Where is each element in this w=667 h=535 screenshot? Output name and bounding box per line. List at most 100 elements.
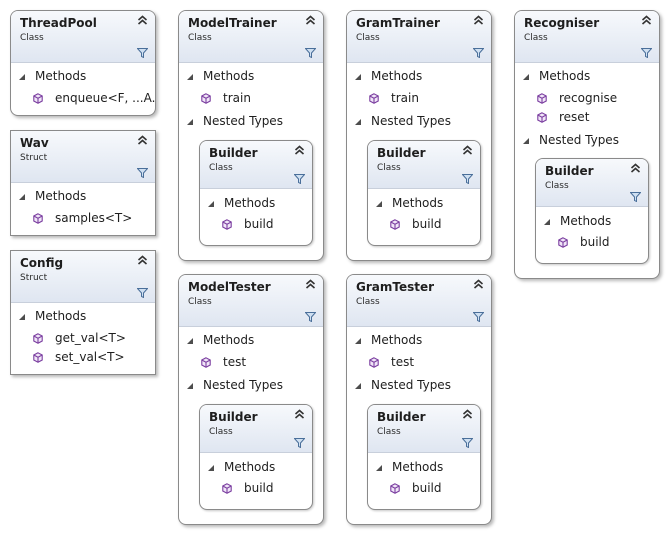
methods-section-header[interactable]: Methods xyxy=(347,330,491,351)
method-item[interactable]: train xyxy=(347,89,491,108)
methods-section-header[interactable]: Methods xyxy=(11,306,155,327)
method-item[interactable]: set_val<T> xyxy=(11,348,155,367)
double-chevron-up-icon[interactable] xyxy=(473,15,484,25)
filter-icon[interactable] xyxy=(137,168,148,178)
nested-class-builder[interactable]: Builder Class Methods build xyxy=(367,404,481,510)
expanded-triangle-icon[interactable] xyxy=(522,73,530,81)
type-header[interactable]: Builder Class xyxy=(536,159,648,207)
nested-types-section-header[interactable]: Nested Types xyxy=(347,111,491,132)
methods-section-header[interactable]: Methods xyxy=(11,66,155,87)
double-chevron-up-icon[interactable] xyxy=(294,409,305,419)
class-modeltester[interactable]: ModelTester Class Methods test Nested Ty… xyxy=(178,274,324,525)
double-chevron-up-icon[interactable] xyxy=(473,279,484,289)
expanded-triangle-icon[interactable] xyxy=(354,118,362,126)
method-item[interactable]: reset xyxy=(515,108,659,127)
type-header[interactable]: Builder Class xyxy=(368,141,480,189)
methods-section-header[interactable]: Methods xyxy=(347,66,491,87)
filter-icon[interactable] xyxy=(137,288,148,298)
method-item[interactable]: build xyxy=(368,479,480,498)
filter-icon[interactable] xyxy=(137,48,148,58)
double-chevron-up-icon[interactable] xyxy=(137,255,148,265)
expanded-triangle-icon[interactable] xyxy=(375,464,383,472)
expanded-triangle-icon[interactable] xyxy=(354,382,362,390)
type-header[interactable]: Builder Class xyxy=(368,405,480,453)
type-header[interactable]: ThreadPool Class xyxy=(11,11,155,63)
filter-icon[interactable] xyxy=(473,312,484,322)
filter-icon[interactable] xyxy=(305,312,316,322)
struct-wav[interactable]: Wav Struct Methods samples<T> xyxy=(10,130,156,236)
method-item[interactable]: test xyxy=(347,353,491,372)
method-item[interactable]: build xyxy=(200,479,312,498)
double-chevron-up-icon[interactable] xyxy=(294,145,305,155)
double-chevron-up-icon[interactable] xyxy=(137,135,148,145)
expanded-triangle-icon[interactable] xyxy=(207,200,215,208)
method-item[interactable]: enqueue<F, ...A... xyxy=(11,89,155,108)
filter-icon[interactable] xyxy=(305,48,316,58)
filter-icon[interactable] xyxy=(473,48,484,58)
filter-icon[interactable] xyxy=(641,48,652,58)
methods-section-header[interactable]: Methods xyxy=(11,186,155,207)
double-chevron-up-icon[interactable] xyxy=(137,15,148,25)
double-chevron-up-icon[interactable] xyxy=(462,409,473,419)
class-recogniser[interactable]: Recogniser Class Methods recognise reset… xyxy=(514,10,660,279)
type-header[interactable]: Wav Struct xyxy=(11,131,155,183)
type-header[interactable]: GramTrainer Class xyxy=(347,11,491,63)
nested-types-section-header[interactable]: Nested Types xyxy=(179,111,323,132)
expanded-triangle-icon[interactable] xyxy=(186,118,194,126)
expanded-triangle-icon[interactable] xyxy=(543,218,551,226)
class-modeltrainer[interactable]: ModelTrainer Class Methods train Nested … xyxy=(178,10,324,261)
expanded-triangle-icon[interactable] xyxy=(207,464,215,472)
type-header[interactable]: Builder Class xyxy=(200,405,312,453)
nested-types-section-header[interactable]: Nested Types xyxy=(515,130,659,151)
double-chevron-up-icon[interactable] xyxy=(305,15,316,25)
class-threadpool[interactable]: ThreadPool Class Methods enqueue<F, ...A… xyxy=(10,10,156,116)
nested-types-section-header[interactable]: Nested Types xyxy=(347,375,491,396)
type-header[interactable]: GramTester Class xyxy=(347,275,491,327)
method-item[interactable]: build xyxy=(368,215,480,234)
method-item[interactable]: test xyxy=(179,353,323,372)
methods-section-header[interactable]: Methods xyxy=(368,193,480,214)
nested-class-builder[interactable]: Builder Class Methods build xyxy=(535,158,649,264)
methods-section-header[interactable]: Methods xyxy=(179,66,323,87)
expanded-triangle-icon[interactable] xyxy=(354,337,362,345)
expanded-triangle-icon[interactable] xyxy=(354,73,362,81)
double-chevron-up-icon[interactable] xyxy=(641,15,652,25)
methods-section-header[interactable]: Methods xyxy=(179,330,323,351)
struct-config[interactable]: Config Struct Methods get_val<T> set_val… xyxy=(10,250,156,375)
type-header[interactable]: Recogniser Class xyxy=(515,11,659,63)
class-gramtrainer[interactable]: GramTrainer Class Methods train Nested T… xyxy=(346,10,492,261)
double-chevron-up-icon[interactable] xyxy=(630,163,641,173)
methods-section-header[interactable]: Methods xyxy=(200,193,312,214)
expanded-triangle-icon[interactable] xyxy=(18,193,26,201)
nested-class-builder[interactable]: Builder Class Methods build xyxy=(199,404,313,510)
method-item[interactable]: samples<T> xyxy=(11,209,155,228)
nested-class-builder[interactable]: Builder Class Methods build xyxy=(367,140,481,246)
filter-icon[interactable] xyxy=(294,174,305,184)
double-chevron-up-icon[interactable] xyxy=(305,279,316,289)
methods-section-header[interactable]: Methods xyxy=(536,211,648,232)
methods-section-header[interactable]: Methods xyxy=(515,66,659,87)
nested-types-section-header[interactable]: Nested Types xyxy=(179,375,323,396)
filter-icon[interactable] xyxy=(462,174,473,184)
method-item[interactable]: recognise xyxy=(515,89,659,108)
type-header[interactable]: Builder Class xyxy=(200,141,312,189)
filter-icon[interactable] xyxy=(630,192,641,202)
methods-section-header[interactable]: Methods xyxy=(200,457,312,478)
type-header[interactable]: Config Struct xyxy=(11,251,155,303)
expanded-triangle-icon[interactable] xyxy=(375,200,383,208)
filter-icon[interactable] xyxy=(462,438,473,448)
type-header[interactable]: ModelTrainer Class xyxy=(179,11,323,63)
method-item[interactable]: get_val<T> xyxy=(11,329,155,348)
type-header[interactable]: ModelTester Class xyxy=(179,275,323,327)
expanded-triangle-icon[interactable] xyxy=(522,137,530,145)
expanded-triangle-icon[interactable] xyxy=(18,313,26,321)
double-chevron-up-icon[interactable] xyxy=(462,145,473,155)
expanded-triangle-icon[interactable] xyxy=(186,73,194,81)
filter-icon[interactable] xyxy=(294,438,305,448)
expanded-triangle-icon[interactable] xyxy=(186,337,194,345)
methods-section-header[interactable]: Methods xyxy=(368,457,480,478)
nested-class-builder[interactable]: Builder Class Methods build xyxy=(199,140,313,246)
class-gramtester[interactable]: GramTester Class Methods test Nested Typ… xyxy=(346,274,492,525)
method-item[interactable]: build xyxy=(536,233,648,252)
method-item[interactable]: train xyxy=(179,89,323,108)
